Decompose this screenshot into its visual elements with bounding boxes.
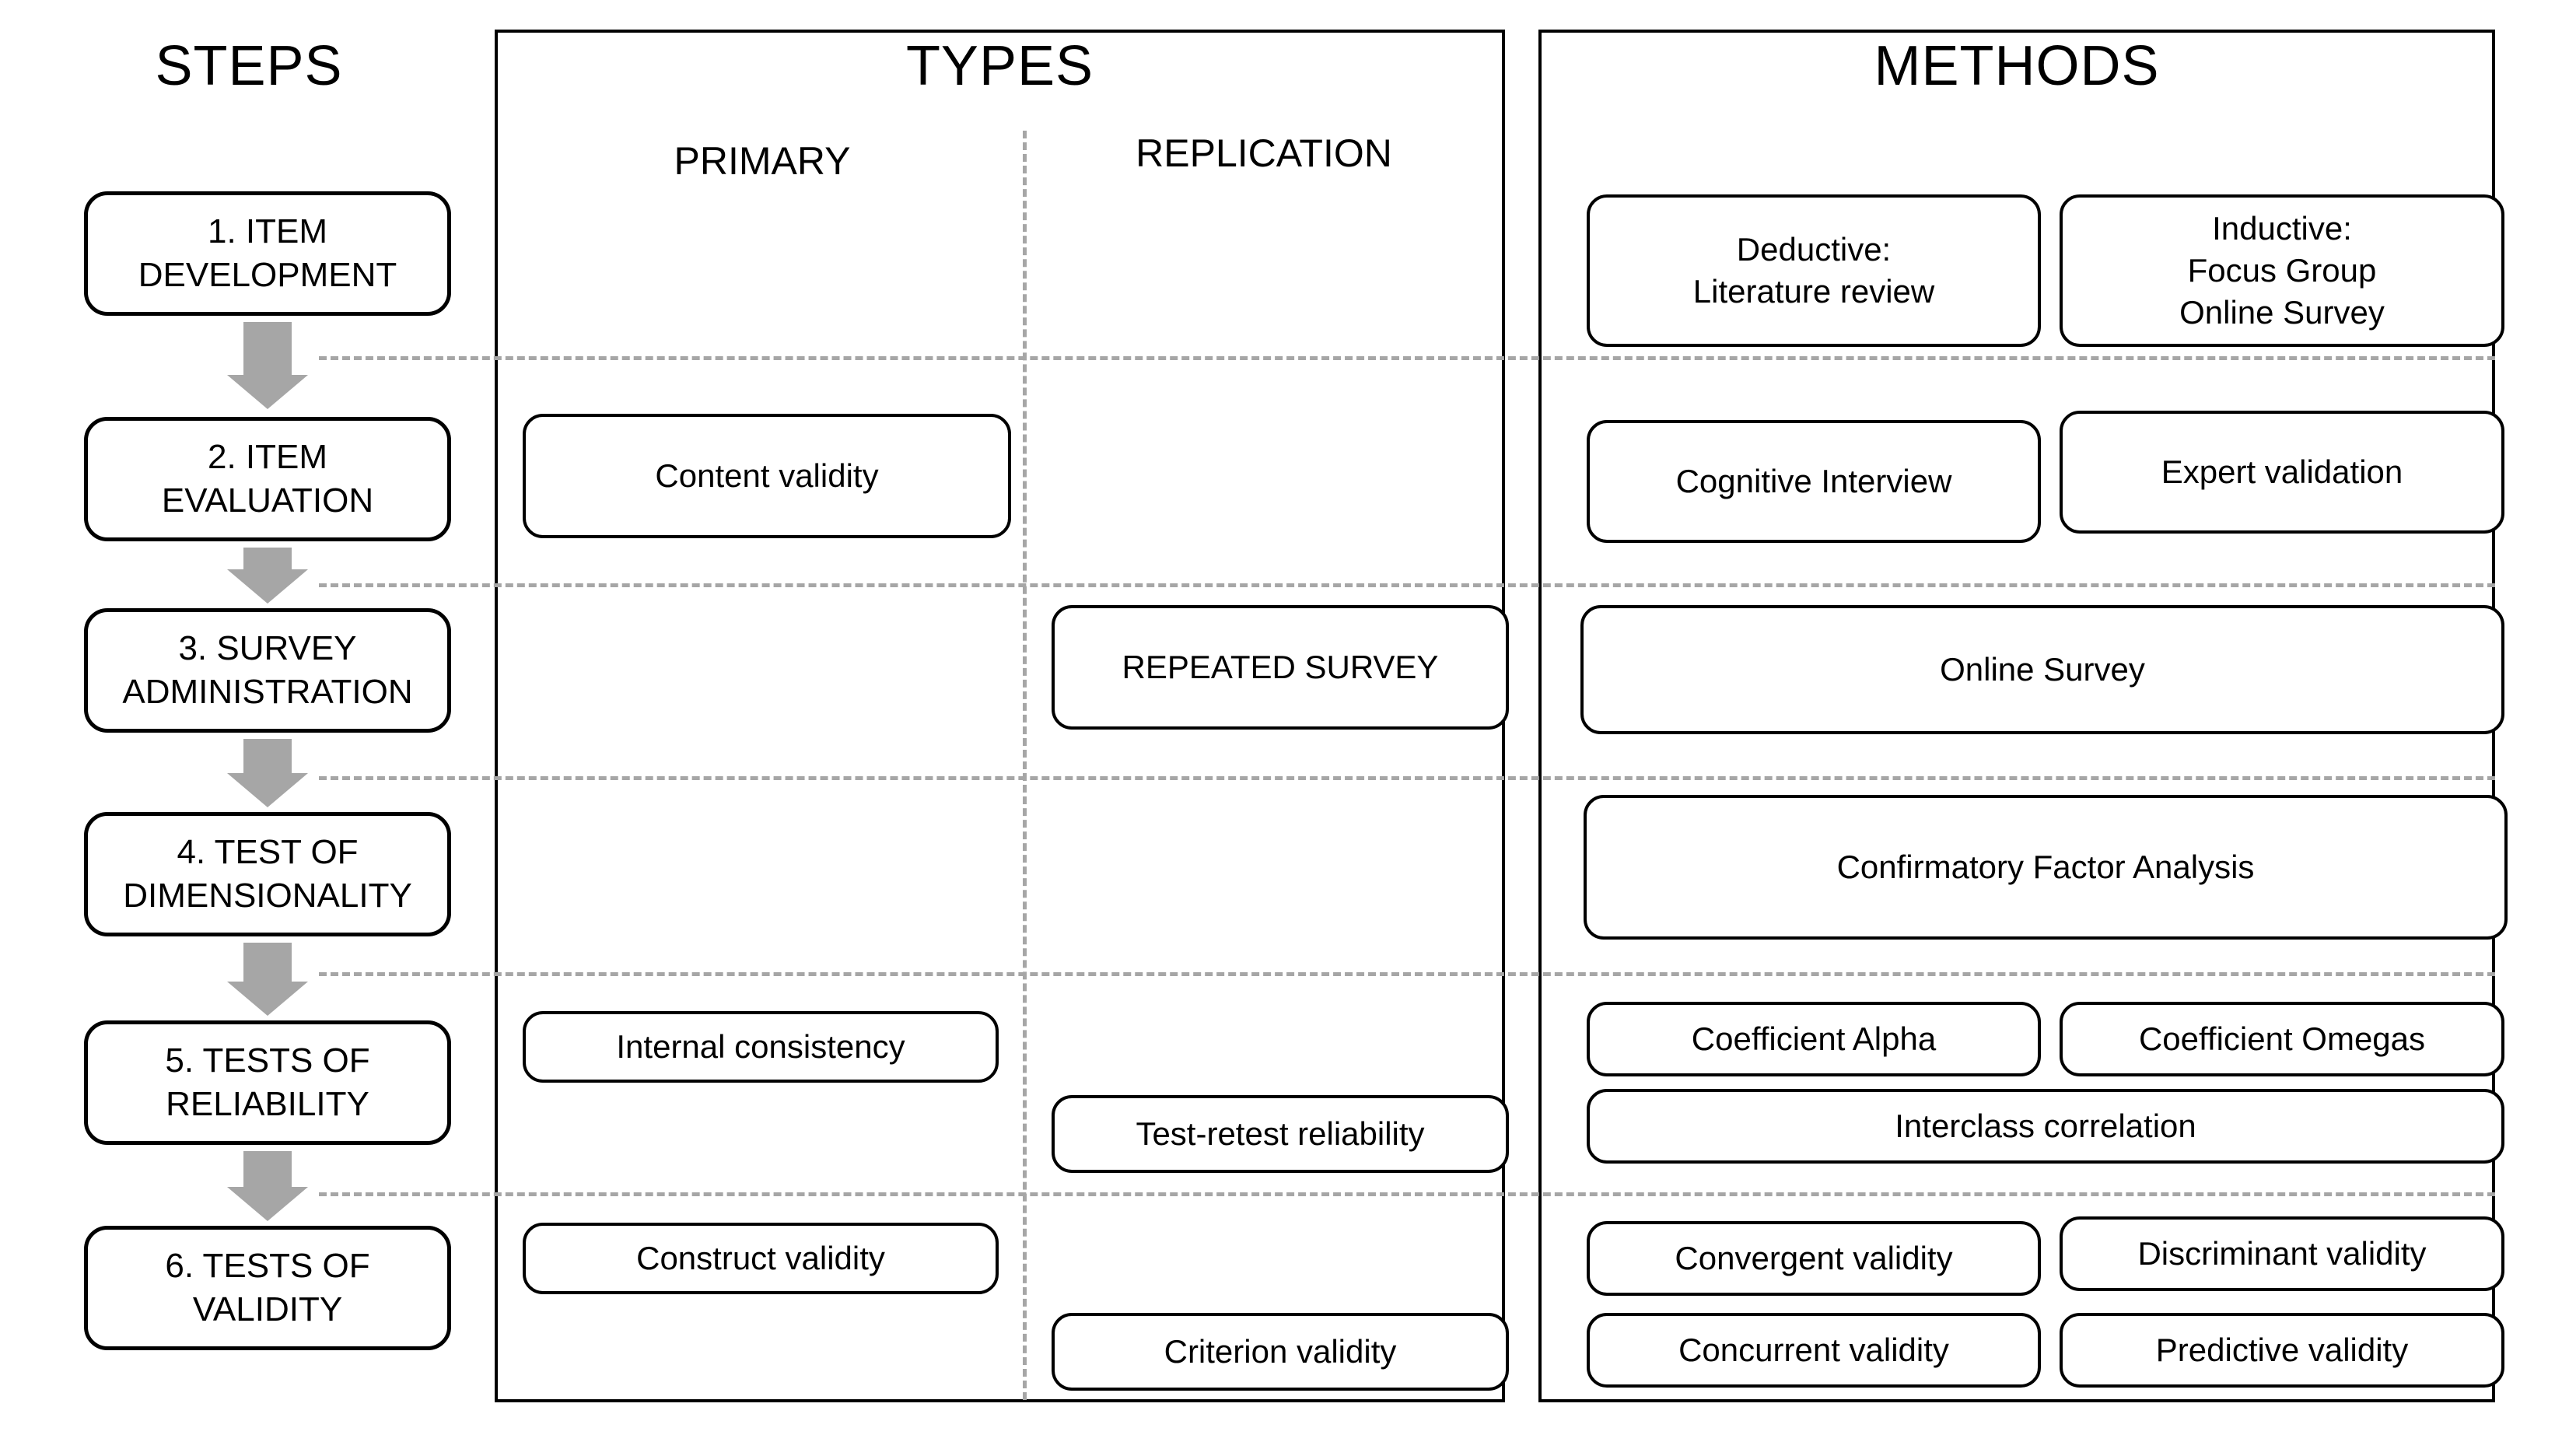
types-replication-label-criterion-validity: Criterion validity — [1164, 1333, 1397, 1370]
types-primary-label-content-validity: Content validity — [655, 457, 879, 495]
methods-box-deductive[interactable]: Deductive: Literature review — [1587, 194, 2041, 347]
methods-label-expert-validation: Expert validation — [2161, 453, 2403, 491]
methods-box-interclass-correlation[interactable]: Interclass correlation — [1587, 1089, 2504, 1164]
methods-box-online-survey[interactable]: Online Survey — [1580, 605, 2504, 734]
methods-deductive-line-2: Literature review — [1692, 273, 1935, 310]
step-6-line-1: 6. TESTS OF — [165, 1246, 370, 1285]
methods-inductive-line-1: Inductive: — [2212, 210, 2352, 247]
methods-label-cognitive-interview: Cognitive Interview — [1675, 463, 1952, 500]
steps-column-title: STEPS — [155, 35, 343, 97]
step-box-4[interactable]: 4. TEST OF DIMENSIONALITY — [84, 812, 451, 936]
methods-label-concurrent-validity: Concurrent validity — [1678, 1332, 1949, 1369]
row-separator-1 — [319, 356, 2495, 360]
types-primary-replication-divider — [1023, 131, 1027, 1400]
step-6-line-2: VALIDITY — [192, 1290, 343, 1328]
step-1-line-1: 1. ITEM — [207, 212, 327, 250]
types-primary-label-construct-validity: Construct validity — [636, 1240, 885, 1277]
flow-arrow-2-to-3 — [227, 548, 308, 604]
methods-box-confirmatory-factor-analysis[interactable]: Confirmatory Factor Analysis — [1584, 795, 2508, 940]
step-3-line-2: ADMINISTRATION — [122, 673, 413, 711]
types-replication-label-repeated-survey: REPEATED SURVEY — [1122, 649, 1439, 686]
methods-label-confirmatory-factor-analysis: Confirmatory Factor Analysis — [1836, 849, 2255, 886]
types-primary-box-construct-validity[interactable]: Construct validity — [523, 1223, 999, 1294]
flow-arrow-1-to-2 — [227, 322, 308, 409]
types-subheading-replication: REPLICATION — [1136, 131, 1392, 175]
methods-label-coefficient-omegas: Coefficient Omegas — [2138, 1020, 2426, 1058]
methods-box-concurrent-validity[interactable]: Concurrent validity — [1587, 1313, 2041, 1388]
types-replication-box-repeated-survey[interactable]: REPEATED SURVEY — [1052, 605, 1509, 730]
step-box-3[interactable]: 3. SURVEY ADMINISTRATION — [84, 608, 451, 733]
flow-arrow-5-to-6 — [227, 1151, 308, 1221]
types-replication-label-test-retest-reliability: Test-retest reliability — [1136, 1115, 1425, 1153]
step-5-line-1: 5. TESTS OF — [165, 1041, 370, 1080]
step-box-5[interactable]: 5. TESTS OF RELIABILITY — [84, 1020, 451, 1145]
types-primary-label-internal-consistency: Internal consistency — [616, 1028, 905, 1066]
types-primary-box-internal-consistency[interactable]: Internal consistency — [523, 1011, 999, 1083]
methods-label-predictive-validity: Predictive validity — [2155, 1332, 2409, 1369]
step-4-line-2: DIMENSIONALITY — [123, 877, 412, 915]
row-separator-5 — [319, 1192, 2495, 1196]
step-box-6[interactable]: 6. TESTS OF VALIDITY — [84, 1226, 451, 1350]
methods-label-coefficient-alpha: Coefficient Alpha — [1691, 1020, 1937, 1058]
step-3-line-1: 3. SURVEY — [178, 628, 357, 667]
flow-arrow-4-to-5 — [227, 943, 308, 1016]
methods-label-online-survey: Online Survey — [1940, 651, 2145, 688]
step-4-line-1: 4. TEST OF — [177, 832, 359, 871]
step-2-line-1: 2. ITEM — [207, 437, 328, 476]
types-subheading-primary: PRIMARY — [674, 139, 851, 183]
methods-column-title: METHODS — [1874, 35, 2160, 97]
types-column-title: TYPES — [905, 35, 1094, 97]
types-replication-box-test-retest-reliability[interactable]: Test-retest reliability — [1052, 1095, 1509, 1173]
flow-arrow-3-to-4 — [227, 739, 308, 807]
step-1-line-2: DEVELOPMENT — [138, 256, 397, 294]
methods-inductive-line-3: Online Survey — [2179, 293, 2385, 331]
methods-box-inductive[interactable]: Inductive: Focus Group Online Survey — [2060, 194, 2504, 347]
methods-label-interclass-correlation: Interclass correlation — [1895, 1108, 2196, 1145]
types-primary-box-content-validity[interactable]: Content validity — [523, 414, 1011, 538]
methods-box-coefficient-omegas[interactable]: Coefficient Omegas — [2060, 1002, 2504, 1076]
row-separator-4 — [319, 972, 2495, 976]
methods-inductive-line-2: Focus Group — [2187, 252, 2377, 289]
step-box-2[interactable]: 2. ITEM EVALUATION — [84, 417, 451, 541]
methods-label-convergent-validity: Convergent validity — [1675, 1240, 1953, 1277]
methods-label-discriminant-validity: Discriminant validity — [2137, 1235, 2427, 1272]
methods-box-discriminant-validity[interactable]: Discriminant validity — [2060, 1216, 2504, 1291]
step-box-1[interactable]: 1. ITEM DEVELOPMENT — [84, 191, 451, 316]
step-5-line-2: RELIABILITY — [166, 1085, 369, 1123]
row-separator-2 — [319, 583, 2495, 587]
methods-box-expert-validation[interactable]: Expert validation — [2060, 411, 2504, 534]
row-separator-3 — [319, 776, 2495, 780]
methods-box-convergent-validity[interactable]: Convergent validity — [1587, 1221, 2041, 1296]
methods-box-cognitive-interview[interactable]: Cognitive Interview — [1587, 420, 2041, 543]
methods-box-predictive-validity[interactable]: Predictive validity — [2060, 1313, 2504, 1388]
methods-box-coefficient-alpha[interactable]: Coefficient Alpha — [1587, 1002, 2041, 1076]
methods-deductive-line-1: Deductive: — [1736, 231, 1892, 268]
step-2-line-2: EVALUATION — [161, 481, 374, 520]
types-replication-box-criterion-validity[interactable]: Criterion validity — [1052, 1313, 1509, 1391]
